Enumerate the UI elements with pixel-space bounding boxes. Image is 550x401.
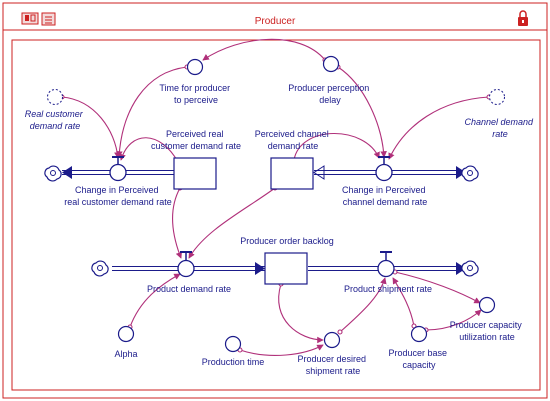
window-title: Producer [255, 16, 296, 27]
aux-production-time[interactable] [224, 335, 242, 353]
stock-perceived-real-customer-demand-rate[interactable] [173, 157, 217, 190]
aux-producer-capacity-utilization-rate[interactable] [478, 296, 496, 314]
label-change-in-perceived-channel-demand-rate: Change in Perceived channel demand rate [342, 185, 428, 207]
valve-product-shipment-rate[interactable] [377, 251, 395, 278]
valve-product-demand-rate[interactable] [177, 251, 195, 278]
valve-change-in-perceived-real-customer-demand-rate[interactable] [109, 156, 127, 182]
label-product-shipment-rate: Product shipment rate [344, 284, 432, 294]
lock-icon[interactable] [518, 10, 528, 26]
label-product-demand-rate: Product demand rate [147, 284, 231, 294]
aux-producer-perception-delay[interactable] [322, 55, 340, 73]
aux-time-for-producer-to-perceive[interactable] [186, 58, 204, 76]
sink-cloud-icon [461, 165, 479, 182]
aux-real-customer-demand-rate[interactable] [47, 89, 63, 105]
aux-channel-demand-rate[interactable] [489, 89, 505, 105]
label-channel-demand-rate: Channel demand rate [464, 117, 535, 139]
label-perceived-real-customer-demand-rate: Perceived real customer demand rate [151, 129, 241, 151]
label-producer-desired-shipment-rate: Producer desired shipment rate [297, 354, 368, 376]
source-cloud-icon [44, 165, 62, 182]
label-alpha: Alpha [114, 349, 137, 359]
model-frame [11, 39, 541, 391]
sector-icon[interactable] [41, 12, 56, 26]
label-production-time: Production time [202, 357, 265, 367]
label-time-for-producer-to-perceive: Time for producer to perceive [159, 83, 232, 105]
aux-alpha[interactable] [117, 325, 135, 343]
label-perceived-channel-demand-rate: Perceived channel demand rate [255, 129, 332, 151]
label-producer-base-capacity: Producer base capacity [388, 348, 449, 370]
stock-perceived-channel-demand-rate[interactable] [270, 157, 314, 190]
label-producer-capacity-utilization-rate: Producer capacity utilization rate [450, 320, 525, 342]
source-cloud-icon [91, 260, 109, 277]
label-real-customer-demand-rate: Real customer demand rate [25, 109, 86, 131]
label-producer-perception-delay: Producer perception delay [288, 83, 372, 105]
aux-producer-base-capacity[interactable] [410, 325, 428, 343]
label-producer-order-backlog: Producer order backlog [240, 236, 334, 246]
label-change-in-perceived-real-customer-demand-rate: Change in Perceived real customer demand… [64, 185, 172, 207]
aux-producer-desired-shipment-rate[interactable] [323, 331, 341, 349]
valve-change-in-perceived-channel-demand-rate[interactable] [375, 156, 393, 182]
sink-cloud-icon [461, 260, 479, 277]
model-icon[interactable] [21, 12, 39, 25]
stock-producer-order-backlog[interactable] [264, 252, 308, 285]
